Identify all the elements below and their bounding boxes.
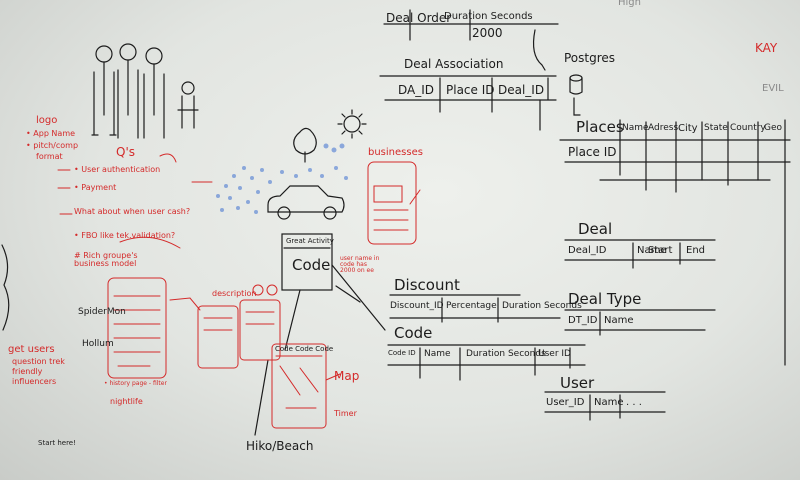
note-description: description <box>212 289 257 298</box>
code-box-title: Great Activity <box>286 237 334 245</box>
code-col-3: Duration Seconds <box>466 349 546 359</box>
code-code-code-label: Code Code Code <box>275 345 334 353</box>
places-col-4: State <box>704 123 728 133</box>
deal-order-duration-value: 2000 <box>472 26 503 40</box>
deal-type-title: Deal Type <box>568 290 642 308</box>
note-formal: format <box>36 152 63 161</box>
discount-title: Discount <box>394 276 460 294</box>
note-pitch: • pitch/comp <box>26 141 79 150</box>
timer-label: Timer <box>334 409 357 418</box>
deal-col-2: Name <box>637 245 667 256</box>
high-note: High <box>618 0 641 8</box>
postgres-label: Postgres <box>564 51 616 65</box>
deal-order-title: Deal Order <box>386 11 452 25</box>
note-influencers: influencers <box>12 377 57 386</box>
places-col-2: Adress <box>648 123 679 133</box>
evil-note: EVIL <box>762 83 784 94</box>
kay-note: KAY <box>755 41 778 55</box>
deal-col-1: Deal_ID <box>568 245 607 256</box>
note-get-users: get users <box>8 344 55 355</box>
note-fbo: • FBO like tek.validation? <box>74 231 176 240</box>
deal-type-col-2: Name <box>604 315 634 326</box>
deal-type-col-1: DT_ID <box>568 315 598 326</box>
code-box-label: Code <box>292 256 331 274</box>
spidermon-label: SpiderMon <box>78 307 126 317</box>
places-col-3: City <box>678 123 698 134</box>
deal-order-duration-col: Duration Seconds <box>444 11 533 22</box>
hiko-beach-label: Hiko/Beach <box>246 439 314 453</box>
note-rich: # Rich groupe's business model <box>74 251 138 268</box>
note-friendly: friendly <box>12 367 43 376</box>
map-label: Map <box>334 369 360 383</box>
deal-association-title: Deal Association <box>404 57 504 71</box>
note-start-here: Start here! <box>38 439 76 447</box>
deal-association-place-id: Place ID <box>446 83 495 97</box>
note-nightlife: nightlife <box>110 397 143 406</box>
deal-col-3: Start <box>648 245 673 256</box>
places-col-5: Country <box>730 123 766 133</box>
note-payment: • Payment <box>74 183 117 192</box>
user-col-2: Name <box>594 397 624 408</box>
note-what-about: What about when user cash? <box>74 207 191 216</box>
note-receive-code: user name in code has 2000 on ee <box>340 255 380 274</box>
discount-col-3: Duration Seconds <box>502 301 582 311</box>
note-q: Q's <box>116 145 135 159</box>
user-title: User <box>560 374 595 392</box>
note-businesses: businesses <box>368 147 423 158</box>
hollum-label: Hollum <box>82 339 114 349</box>
places-col-6: Geo <box>764 123 783 133</box>
deal-association-deal-id: Deal_ID <box>498 83 545 97</box>
user-col-3: . . . <box>626 397 642 408</box>
note-logo: logo <box>36 115 58 126</box>
code-title: Code <box>394 324 433 342</box>
places-row-place-id: Place ID <box>568 145 617 159</box>
note-user-auth: • User authentication <box>74 165 161 174</box>
places-title: Places <box>576 118 624 136</box>
note-question-trek: question trek <box>12 357 65 366</box>
deal-title: Deal <box>578 220 613 238</box>
note-history: • history page - filter <box>104 380 167 387</box>
code-col-1: Code ID <box>388 349 416 357</box>
deal-col-4: End <box>686 245 706 256</box>
discount-col-1: Discount_ID <box>390 301 444 311</box>
code-col-2: Name <box>424 349 451 359</box>
deal-association-da-id: DA_ID <box>398 83 435 97</box>
user-col-1: User_ID <box>546 397 585 408</box>
discount-col-2: Percentage <box>446 301 497 311</box>
note-app-name: • App Name <box>26 129 76 138</box>
code-col-4: User ID <box>538 349 571 359</box>
places-col-1: Name <box>622 123 649 133</box>
